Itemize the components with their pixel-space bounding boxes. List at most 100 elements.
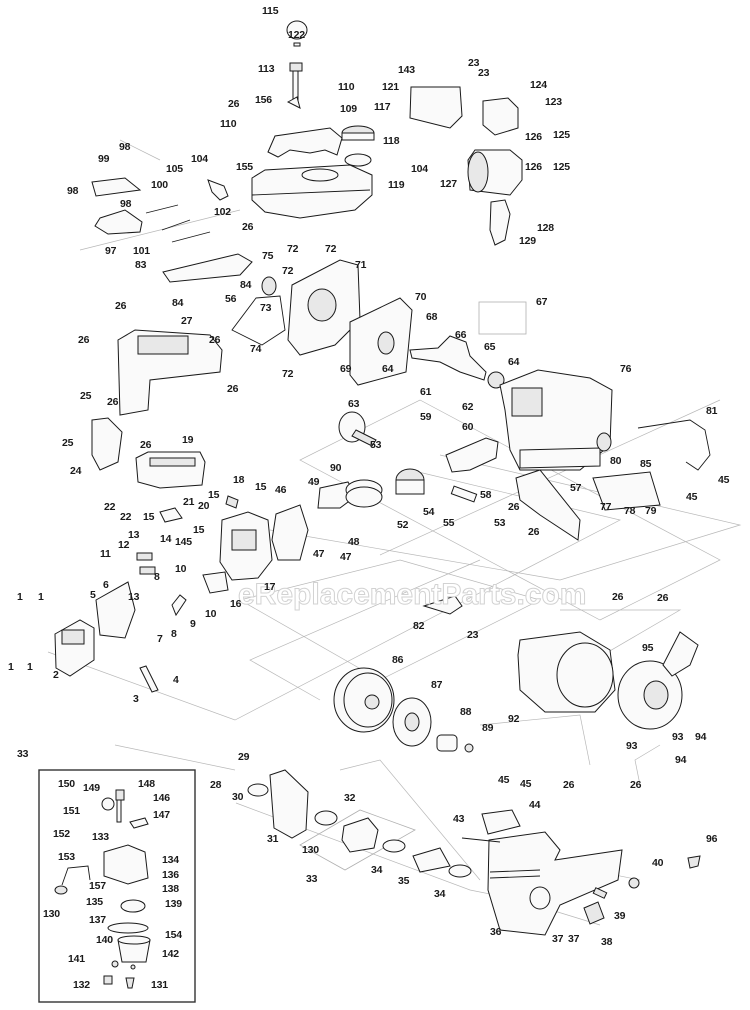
part-callout-26[interactable]: 26 <box>528 526 540 538</box>
part-callout-37[interactable]: 37 <box>568 933 580 945</box>
part-callout-64[interactable]: 64 <box>508 356 520 368</box>
part-callout-10[interactable]: 10 <box>175 563 187 575</box>
part-callout-99[interactable]: 99 <box>98 153 110 165</box>
part-callout-150[interactable]: 150 <box>58 778 75 790</box>
part-callout-19[interactable]: 19 <box>182 434 194 446</box>
part-callout-29[interactable]: 29 <box>238 751 250 763</box>
part-callout-126[interactable]: 126 <box>525 161 542 173</box>
part-callout-127[interactable]: 127 <box>440 178 457 190</box>
part-callout-97[interactable]: 97 <box>105 245 117 257</box>
part-callout-71[interactable]: 71 <box>355 259 367 271</box>
part-callout-30[interactable]: 30 <box>232 791 244 803</box>
part-callout-74[interactable]: 74 <box>250 343 262 355</box>
electric-starter-part[interactable] <box>467 149 523 196</box>
part-callout-14[interactable]: 14 <box>160 533 172 545</box>
part-callout-66[interactable]: 66 <box>455 329 467 341</box>
part-callout-3[interactable]: 3 <box>133 693 139 705</box>
part-callout-128[interactable]: 128 <box>537 222 554 234</box>
part-callout-24[interactable]: 24 <box>70 465 82 477</box>
air-filter-gasket-34b[interactable] <box>448 864 472 878</box>
part-callout-82[interactable]: 82 <box>413 620 425 632</box>
part-callout-25[interactable]: 25 <box>80 390 92 402</box>
starter-cup-part[interactable] <box>436 734 458 752</box>
throttle-bracket-part[interactable] <box>94 209 143 235</box>
part-callout-69[interactable]: 69 <box>340 363 352 375</box>
part-callout-141[interactable]: 141 <box>68 953 85 965</box>
part-callout-13[interactable]: 13 <box>128 591 140 603</box>
crankshaft-part[interactable] <box>409 335 487 381</box>
part-callout-18[interactable]: 18 <box>233 474 245 486</box>
piston-part[interactable] <box>395 468 425 495</box>
part-callout-5[interactable]: 5 <box>90 589 96 601</box>
part-callout-7[interactable]: 7 <box>157 633 163 645</box>
part-callout-36[interactable]: 36 <box>490 926 502 938</box>
part-callout-134[interactable]: 134 <box>162 854 179 866</box>
fuel-tank-part[interactable] <box>251 164 373 219</box>
part-callout-129[interactable]: 129 <box>519 235 536 247</box>
part-callout-55[interactable]: 55 <box>443 517 455 529</box>
drain-plug-96[interactable] <box>687 855 701 869</box>
oil-seal-80[interactable] <box>596 432 612 452</box>
part-callout-12[interactable]: 12 <box>118 539 130 551</box>
part-callout-26[interactable]: 26 <box>78 334 90 346</box>
part-callout-47[interactable]: 47 <box>340 551 352 563</box>
part-callout-26[interactable]: 26 <box>115 300 127 312</box>
part-callout-34[interactable]: 34 <box>434 888 446 900</box>
part-callout-26[interactable]: 26 <box>227 383 239 395</box>
starter-solenoid-part[interactable] <box>482 97 519 136</box>
part-callout-125[interactable]: 125 <box>553 161 570 173</box>
part-callout-15[interactable]: 15 <box>208 489 220 501</box>
part-callout-23[interactable]: 23 <box>478 67 490 79</box>
piston-rings-part[interactable] <box>345 479 383 508</box>
part-callout-22[interactable]: 22 <box>120 511 132 523</box>
part-callout-26[interactable]: 26 <box>140 439 152 451</box>
exhaust-gasket-part[interactable] <box>159 507 183 523</box>
bearing-64-left[interactable] <box>377 331 395 355</box>
part-callout-154[interactable]: 154 <box>165 929 182 941</box>
part-callout-52[interactable]: 52 <box>397 519 409 531</box>
fuel-tank-shroud-part[interactable] <box>267 127 343 158</box>
ignition-coil-part[interactable] <box>637 419 711 471</box>
starter-mount-bracket-part[interactable] <box>489 199 511 246</box>
flywheel-nut-89[interactable] <box>464 743 474 753</box>
part-callout-78[interactable]: 78 <box>624 505 636 517</box>
part-callout-67[interactable]: 67 <box>536 296 548 308</box>
part-callout-101[interactable]: 101 <box>133 245 150 257</box>
part-callout-23[interactable]: 23 <box>468 57 480 69</box>
part-callout-96[interactable]: 96 <box>706 833 718 845</box>
part-callout-60[interactable]: 60 <box>462 421 474 433</box>
valve-cover-gasket-part[interactable] <box>95 581 136 639</box>
part-callout-33[interactable]: 33 <box>306 873 318 885</box>
part-callout-84[interactable]: 84 <box>240 279 252 291</box>
carburetor-part[interactable] <box>341 817 379 853</box>
part-callout-121[interactable]: 121 <box>382 81 399 93</box>
part-callout-39[interactable]: 39 <box>614 910 626 922</box>
part-callout-72[interactable]: 72 <box>287 243 299 255</box>
part-callout-11[interactable]: 11 <box>100 548 111 560</box>
part-callout-32[interactable]: 32 <box>344 792 356 804</box>
screw-39[interactable] <box>592 887 608 899</box>
part-callout-135[interactable]: 135 <box>86 896 103 908</box>
part-callout-4[interactable]: 4 <box>173 674 179 686</box>
part-callout-72[interactable]: 72 <box>282 368 294 380</box>
part-callout-110[interactable]: 110 <box>338 81 355 93</box>
part-callout-94[interactable]: 94 <box>675 754 687 766</box>
part-callout-1[interactable]: 1 <box>17 591 23 603</box>
part-callout-155[interactable]: 155 <box>236 161 253 173</box>
part-callout-56[interactable]: 56 <box>225 293 237 305</box>
piston-pin-part[interactable] <box>450 485 478 503</box>
part-callout-13[interactable]: 13 <box>128 529 140 541</box>
part-callout-130[interactable]: 130 <box>43 908 60 920</box>
part-callout-53[interactable]: 53 <box>370 439 382 451</box>
part-callout-47[interactable]: 47 <box>313 548 325 560</box>
part-callout-20[interactable]: 20 <box>198 500 210 512</box>
part-callout-26[interactable]: 26 <box>107 396 119 408</box>
part-callout-122[interactable]: 122 <box>288 29 305 41</box>
part-callout-77[interactable]: 77 <box>600 501 612 513</box>
choke-control-part[interactable] <box>481 809 521 835</box>
part-callout-140[interactable]: 140 <box>96 934 113 946</box>
part-callout-94[interactable]: 94 <box>695 731 707 743</box>
part-callout-15[interactable]: 15 <box>193 524 205 536</box>
part-callout-79[interactable]: 79 <box>645 505 657 517</box>
part-callout-98[interactable]: 98 <box>120 198 132 210</box>
